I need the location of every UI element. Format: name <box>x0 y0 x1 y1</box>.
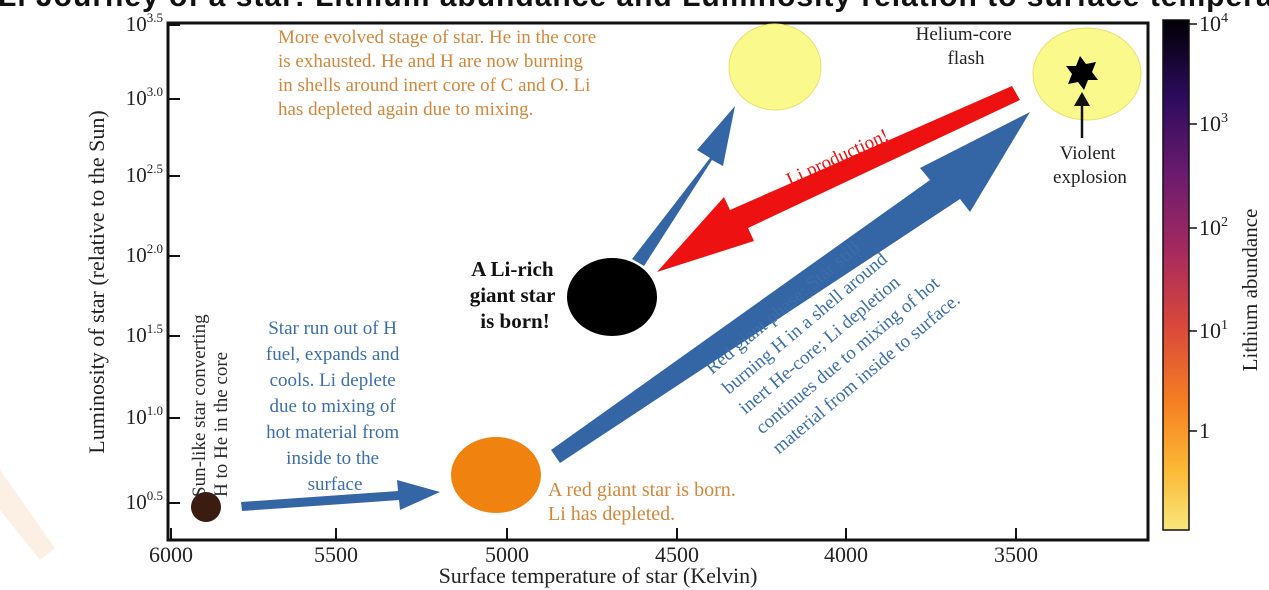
li-rich-star <box>567 258 657 336</box>
colorbar-tick-10-2: 102 <box>1199 215 1228 240</box>
header-text: Li Journey of a star: Lithium abundance … <box>0 0 1269 14</box>
decorative-edge <box>0 470 55 560</box>
violent-explosion-label: Violent explosion <box>1053 143 1127 188</box>
arrows <box>241 86 1030 511</box>
evolved-star <box>728 23 822 111</box>
y-axis: 100.5 101.0 101.5 102.0 102.5 103.0 103.… <box>84 10 180 514</box>
colorbar-label: Lithium abundance <box>1238 209 1262 372</box>
colorbar-tick-10-3: 103 <box>1199 111 1228 136</box>
y-tick-2.5: 102.5 <box>126 161 163 187</box>
sun-like-label: Sun-like star converting H to He in the … <box>189 310 232 497</box>
x-axis-label: Surface temperature of star (Kelvin) <box>439 563 758 588</box>
colorbar: 104 103 102 101 1 Lithium abundance <box>1162 11 1262 531</box>
helium-flash-label: Helium-core flash <box>916 24 1017 69</box>
sun-like-star <box>191 492 221 522</box>
li-rich-label: A Li-rich giant star is born! <box>470 257 561 333</box>
x-tick-5000: 5000 <box>485 542 529 567</box>
x-tick-4000: 4000 <box>824 542 868 567</box>
colorbar-gradient <box>1162 19 1190 531</box>
y-axis-label: Luminosity of star (relative to the Sun) <box>84 110 109 453</box>
stars <box>191 23 1142 522</box>
y-tick-2.0: 102.0 <box>126 241 163 267</box>
header-fragment: Li Journey of a star: Lithium abundance … <box>0 0 1269 14</box>
y-tick-0.5: 100.5 <box>126 488 163 514</box>
y-tick-3.0: 103.0 <box>126 84 163 110</box>
explosion-icon <box>1066 56 1098 90</box>
x-tick-5500: 5500 <box>314 542 358 567</box>
arrow-red-giant-branch <box>551 112 1030 463</box>
arrow-to-red-giant <box>241 480 440 511</box>
y-tick-3.5: 103.5 <box>126 10 163 36</box>
red-giant-phase-note: Red giant phase: Star still burning H in… <box>702 210 965 459</box>
x-tick-4500: 4500 <box>655 542 699 567</box>
red-giant-star <box>451 437 541 513</box>
arrow-to-evolved <box>632 106 735 266</box>
x-axis: 6000 5500 5000 4500 4000 3500 Surface te… <box>149 528 1038 588</box>
arrow-li-production <box>657 86 1020 272</box>
run-out-note: Star run out of H fuel, expands and cool… <box>266 318 404 495</box>
colorbar-tick-10-1: 101 <box>1199 318 1228 343</box>
explosion-pointer-head <box>1074 92 1090 106</box>
x-tick-3500: 3500 <box>994 542 1038 567</box>
y-tick-1.0: 101.0 <box>126 403 163 429</box>
colorbar-tick-10-4: 104 <box>1199 11 1228 36</box>
evolved-label: More evolved stage of star. He in the co… <box>278 27 601 120</box>
colorbar-tick-1: 1 <box>1199 418 1210 443</box>
x-tick-6000: 6000 <box>149 542 193 567</box>
plot-frame <box>166 21 1150 542</box>
y-tick-1.5: 101.5 <box>126 321 163 347</box>
red-giant-label: A red giant star is born. Li has deplete… <box>548 479 741 525</box>
